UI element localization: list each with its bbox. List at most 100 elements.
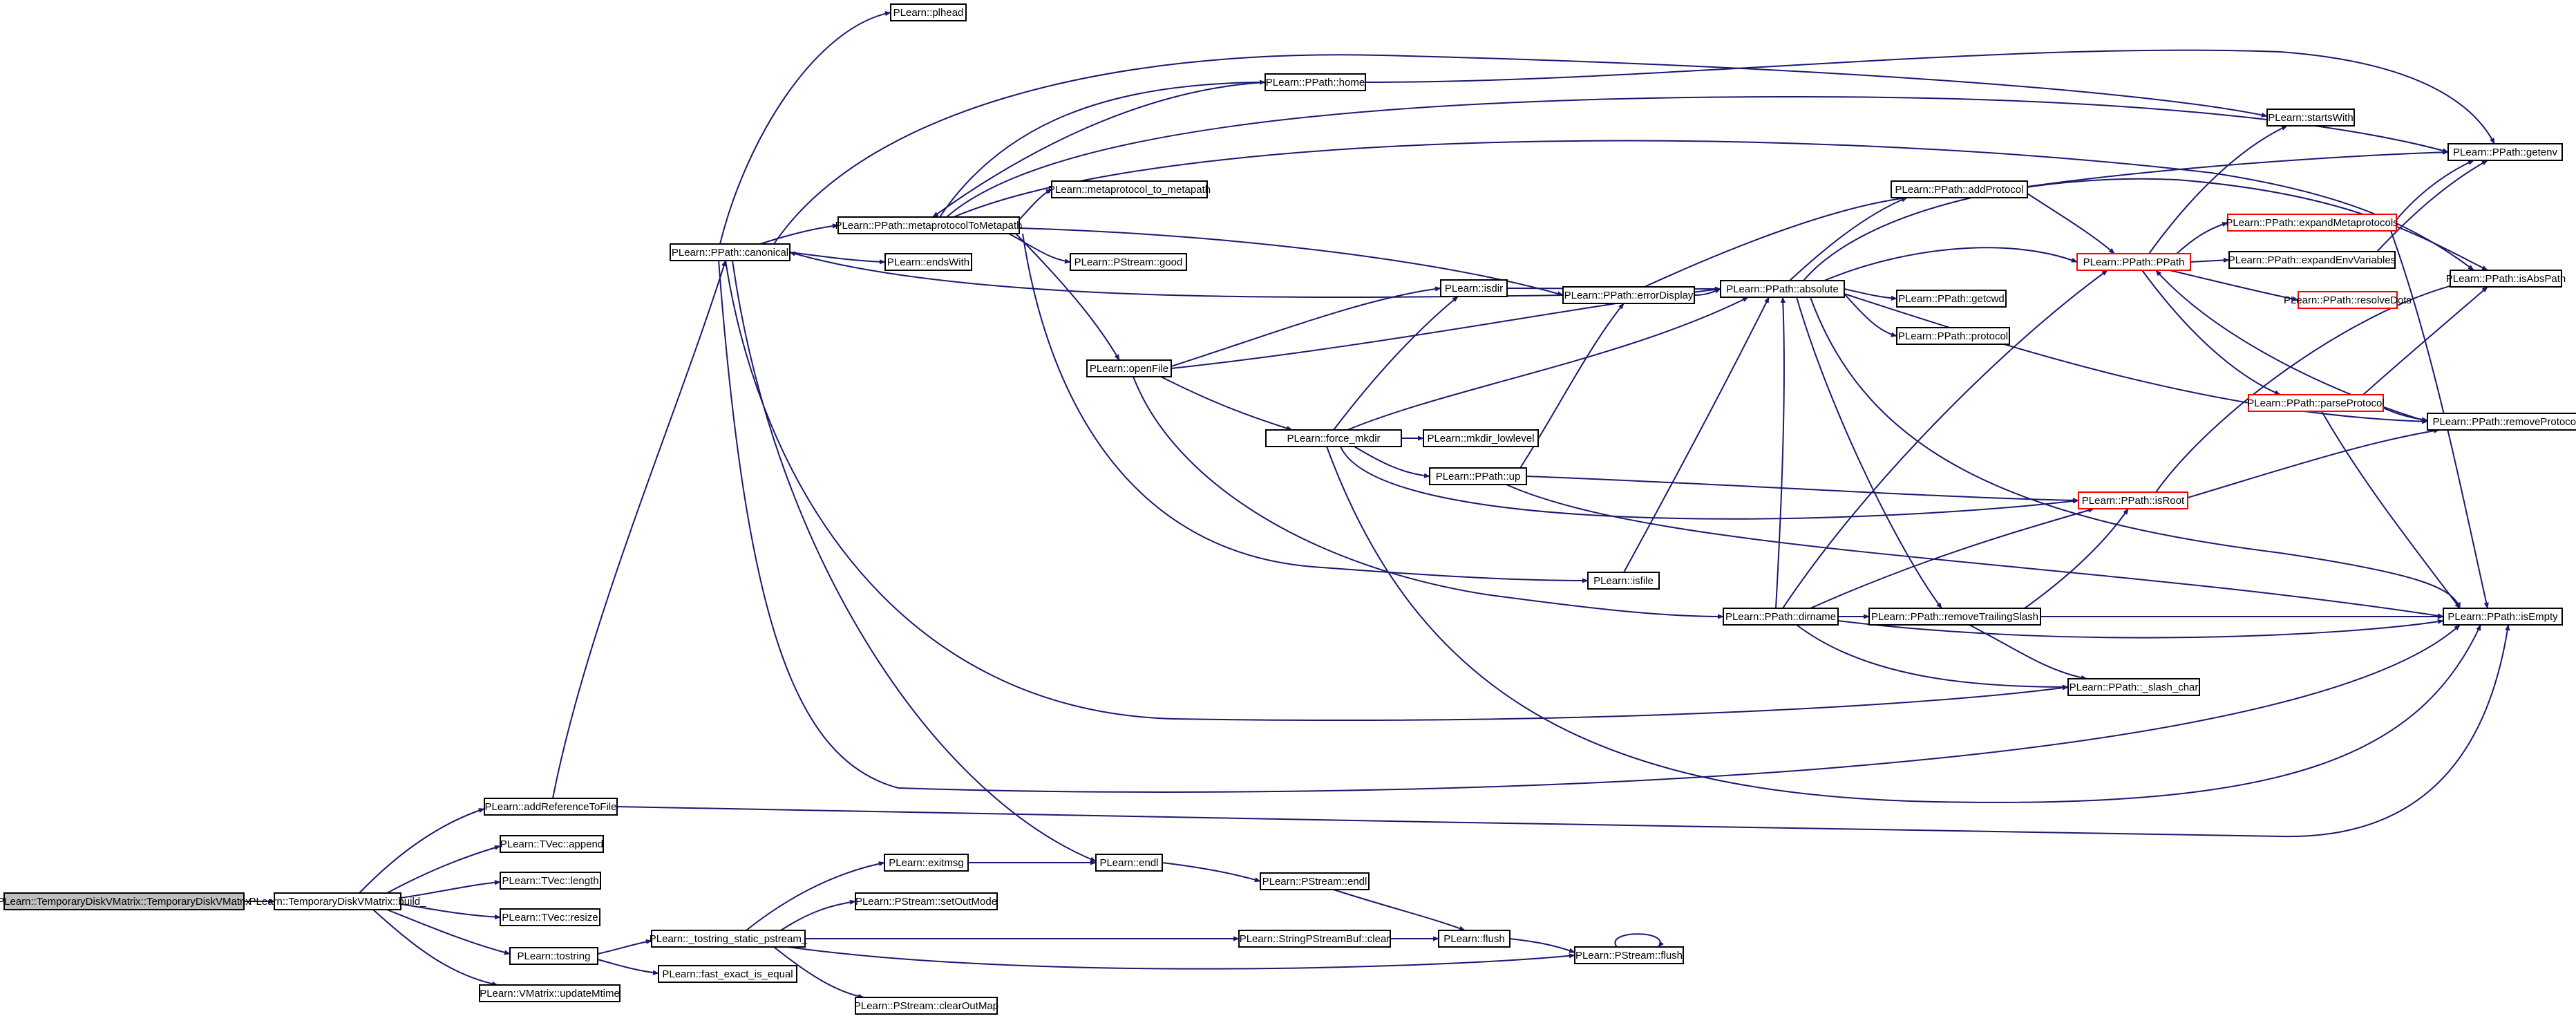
function-node-box[interactable] xyxy=(2067,678,2200,696)
function-node-flush[interactable]: PLearn::flush xyxy=(1438,930,1510,948)
function-node-mp2mp[interactable]: PLearn::metaprotocol_to_metapath xyxy=(1048,180,1211,198)
function-node-box[interactable] xyxy=(2078,491,2188,509)
function-node-addProtocol[interactable]: PLearn::PPath::addProtocol xyxy=(1891,180,2028,198)
function-node-box[interactable] xyxy=(2427,413,2576,431)
function-node-box[interactable] xyxy=(855,892,998,910)
function-node-forceMkdir[interactable]: PLearn::force_mkdir xyxy=(1265,429,1402,447)
function-node-exitmsg[interactable]: PLearn::exitmsg xyxy=(884,854,969,872)
function-node-absolute[interactable]: PLearn::PPath::absolute xyxy=(1720,280,1845,298)
function-node-box[interactable] xyxy=(651,930,806,948)
function-node-box[interactable] xyxy=(1429,467,1527,485)
function-node-fastExact[interactable]: PLearn::fast_exact_is_equal xyxy=(658,965,797,983)
function-node-root[interactable]: PLearn::TemporaryDiskVMatrix::TemporaryD… xyxy=(0,892,251,910)
function-node-box[interactable] xyxy=(1891,180,2028,198)
function-node-protocol[interactable]: PLearn::PPath::protocol xyxy=(1896,327,2010,345)
function-node-startsWith[interactable]: PLearn::startsWith xyxy=(2266,109,2355,126)
function-node-box[interactable] xyxy=(1562,286,1695,304)
function-node-tostring[interactable]: PLearn::tostring xyxy=(509,947,598,965)
function-node-resize[interactable]: PLearn::TVec::resize xyxy=(500,908,600,926)
function-node-box[interactable] xyxy=(1574,946,1684,964)
function-node-box[interactable] xyxy=(1723,608,1839,626)
function-node-isEmpty[interactable]: PLearn::PPath::isEmpty xyxy=(2443,608,2563,626)
function-node-box[interactable] xyxy=(1265,73,1366,91)
function-node-box[interactable] xyxy=(1070,253,1187,271)
function-node-box[interactable] xyxy=(2447,143,2563,161)
function-node-box[interactable] xyxy=(1868,608,2041,626)
function-node-mkdirLow[interactable]: PLearn::mkdir_lowlevel xyxy=(1423,429,1539,447)
function-node-updateMtime[interactable]: PLearn::VMatrix::updateMtime xyxy=(479,984,621,1002)
function-node-pstreamFlush[interactable]: PLearn::PStream::flush xyxy=(1574,946,1684,964)
function-node-home[interactable]: PLearn::PPath::home xyxy=(1265,73,1366,91)
function-node-box[interactable] xyxy=(479,984,621,1002)
function-node-getcwd[interactable]: PLearn::PPath::getcwd xyxy=(1896,290,2007,308)
function-node-box[interactable] xyxy=(1896,290,2007,308)
function-node-box[interactable] xyxy=(500,872,601,890)
function-node-box[interactable] xyxy=(274,892,401,910)
function-node-box[interactable] xyxy=(1440,279,1508,297)
function-node-dirname[interactable]: PLearn::PPath::dirname xyxy=(1723,608,1839,626)
function-node-ppathCtor[interactable]: PLearn::PPath::PPath xyxy=(2076,253,2191,271)
function-node-resolveDots[interactable]: PLearn::PPath::resolveDots xyxy=(2284,291,2412,309)
function-node-box[interactable] xyxy=(855,997,998,1015)
function-node-tostringStatic[interactable]: PLearn::_tostring_static_pstream_ xyxy=(650,930,808,948)
function-node-box[interactable] xyxy=(2076,253,2191,271)
function-node-box[interactable] xyxy=(670,243,790,261)
function-node-box[interactable] xyxy=(500,835,604,853)
function-node-good[interactable]: PLearn::PStream::good xyxy=(1070,253,1187,271)
function-node-box[interactable] xyxy=(890,3,967,21)
function-node-isfile[interactable]: PLearn::isfile xyxy=(1587,572,1660,590)
function-node-box[interactable] xyxy=(884,854,969,872)
function-node-box[interactable] xyxy=(884,253,972,271)
function-node-slashChar[interactable]: PLearn::PPath::_slash_char xyxy=(2067,678,2200,696)
function-node-pstreamEndl[interactable]: PLearn::PStream::endl xyxy=(1260,872,1370,890)
function-node-box[interactable] xyxy=(1438,930,1510,948)
function-node-spsbClear[interactable]: PLearn::StringPStreamBuf::clear xyxy=(1238,930,1391,948)
function-node-box[interactable] xyxy=(3,892,245,910)
function-node-box[interactable] xyxy=(1423,429,1539,447)
function-node-box[interactable] xyxy=(2228,251,2396,269)
function-node-box[interactable] xyxy=(2450,270,2562,288)
function-node-box[interactable] xyxy=(1051,180,1208,198)
function-node-canonical[interactable]: PLearn::PPath::canonical xyxy=(670,243,790,261)
function-node-box[interactable] xyxy=(1238,930,1391,948)
function-node-box[interactable] xyxy=(1086,359,1172,377)
function-node-length[interactable]: PLearn::TVec::length xyxy=(500,872,601,890)
function-node-openFile[interactable]: PLearn::openFile xyxy=(1086,359,1172,377)
function-node-removeProtocol[interactable]: PLearn::PPath::removeProtocol xyxy=(2427,413,2576,431)
function-node-box[interactable] xyxy=(2298,291,2398,309)
function-node-box[interactable] xyxy=(2227,214,2397,232)
function-node-removeTrailing[interactable]: PLearn::PPath::removeTrailingSlash xyxy=(1868,608,2041,626)
function-node-box[interactable] xyxy=(484,798,618,816)
function-node-isRoot[interactable]: PLearn::PPath::isRoot xyxy=(2078,491,2188,509)
function-node-errorDisplay[interactable]: PLearn::PPath::errorDisplay xyxy=(1562,286,1695,304)
function-node-plhead[interactable]: PLearn::plhead xyxy=(890,3,967,21)
function-node-box[interactable] xyxy=(509,947,598,965)
function-node-box[interactable] xyxy=(1587,572,1660,590)
function-node-clearOutMap[interactable]: PLearn::PStream::clearOutMap xyxy=(854,997,998,1015)
function-node-endsWith[interactable]: PLearn::endsWith xyxy=(884,253,972,271)
function-node-getenv[interactable]: PLearn::PPath::getenv xyxy=(2447,143,2563,161)
function-node-box[interactable] xyxy=(2443,608,2563,626)
function-node-parseProtocol[interactable]: PLearn::PPath::parseProtocol xyxy=(2247,394,2385,412)
function-node-setOutMode[interactable]: PLearn::PStream::setOutMode xyxy=(855,892,998,910)
function-node-build[interactable]: PLearn::TemporaryDiskVMatrix::build_ xyxy=(249,892,427,910)
function-node-box[interactable] xyxy=(2266,109,2355,126)
function-node-box[interactable] xyxy=(1095,854,1163,872)
function-node-box[interactable] xyxy=(1260,872,1370,890)
function-node-meta2meta[interactable]: PLearn::PPath::metaprotocolToMetapath xyxy=(835,216,1023,234)
function-node-box[interactable] xyxy=(1720,280,1845,298)
function-node-expandEnv[interactable]: PLearn::PPath::expandEnvVariables xyxy=(2228,251,2396,269)
function-node-append[interactable]: PLearn::TVec::append xyxy=(500,835,604,853)
function-node-expandMeta[interactable]: PLearn::PPath::expandMetaprotocols xyxy=(2226,214,2398,232)
function-node-isAbsPath[interactable]: PLearn::PPath::isAbsPath xyxy=(2446,270,2566,288)
function-node-box[interactable] xyxy=(500,908,600,926)
function-node-addRef[interactable]: PLearn::addReferenceToFile xyxy=(484,798,618,816)
function-node-endl[interactable]: PLearn::endl xyxy=(1095,854,1163,872)
function-node-box[interactable] xyxy=(837,216,1020,234)
function-node-box[interactable] xyxy=(2248,394,2384,412)
function-node-box[interactable] xyxy=(658,965,797,983)
function-node-box[interactable] xyxy=(1896,327,2010,345)
function-node-box[interactable] xyxy=(1265,429,1402,447)
function-node-up[interactable]: PLearn::PPath::up xyxy=(1429,467,1527,485)
function-node-isdir[interactable]: PLearn::isdir xyxy=(1440,279,1508,297)
